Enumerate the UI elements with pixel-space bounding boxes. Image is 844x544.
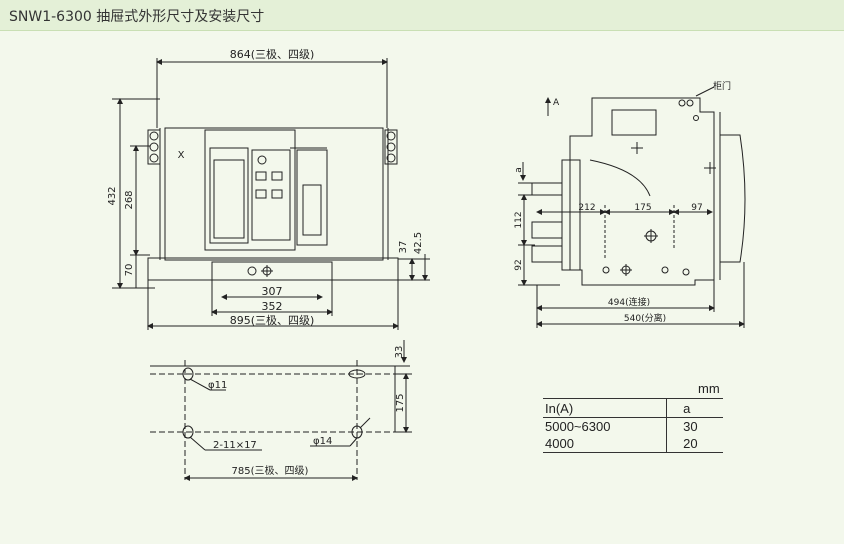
slots-label: 2-11×17 <box>213 440 257 451</box>
page-title: SNW1-6300 抽屉式外形尺寸及安装尺寸 <box>9 9 265 25</box>
mount-view <box>150 340 412 481</box>
page-header: SNW1-6300 抽屉式外形尺寸及安装尺寸 <box>0 0 844 31</box>
side-view <box>518 86 746 328</box>
dim-895: 895(三极、四级) <box>230 313 315 327</box>
front-view-labels: 864(三极、四级) 432 268 70 37 42.5 307 352 89… <box>107 47 424 327</box>
dim-540: 540(分离) <box>624 312 666 324</box>
table-header-row: In(A) a <box>543 398 723 418</box>
table-cell: 20 <box>666 435 723 453</box>
dim-268: 268 <box>124 190 135 209</box>
header-cell: a <box>666 398 723 418</box>
unit-label: mm <box>698 381 720 396</box>
mount-view-labels: φ11 2-11×17 φ14 33 175 785(三极、四级) <box>208 346 406 477</box>
table-row: 4000 20 <box>543 435 723 453</box>
dim-37: 37 <box>398 241 409 254</box>
dim-70: 70 <box>124 264 135 277</box>
dim-307: 307 <box>262 285 283 298</box>
front-view <box>112 58 430 330</box>
dim-97: 97 <box>691 203 702 213</box>
dim-864: 864(三极、四级) <box>230 47 315 61</box>
table-cell: 5000~6300 <box>545 419 611 434</box>
hole-14-label: φ14 <box>313 436 332 447</box>
spec-table: In(A) a 5000~6300 30 4000 20 <box>543 398 723 453</box>
dim-212: 212 <box>578 203 595 213</box>
side-view-labels: A 柜门 a 112 92 212 175 97 494(连接) 540(分离) <box>514 80 731 324</box>
dim-175-mount: 175 <box>395 393 406 412</box>
dim-92: 92 <box>514 259 524 270</box>
dim-352: 352 <box>262 300 283 313</box>
dim-42-5: 42.5 <box>413 232 424 254</box>
dim-175-side: 175 <box>634 203 651 213</box>
dim-494: 494(连接) <box>608 296 650 308</box>
door-label: 柜门 <box>713 80 731 92</box>
hole-11-label: φ11 <box>208 380 227 391</box>
table-cell: 30 <box>666 417 723 435</box>
x-mark: X <box>178 150 185 161</box>
header-cell: In(A) <box>543 398 667 418</box>
arrow-a-label: A <box>553 98 560 108</box>
dim-33: 33 <box>394 346 405 359</box>
dim-432: 432 <box>107 186 118 205</box>
table-row: 5000~6300 30 <box>543 417 723 435</box>
dim-a: a <box>514 167 524 173</box>
dim-785: 785(三极、四级) <box>232 464 309 477</box>
table-cell: 4000 <box>543 435 667 453</box>
dim-112: 112 <box>514 211 524 228</box>
